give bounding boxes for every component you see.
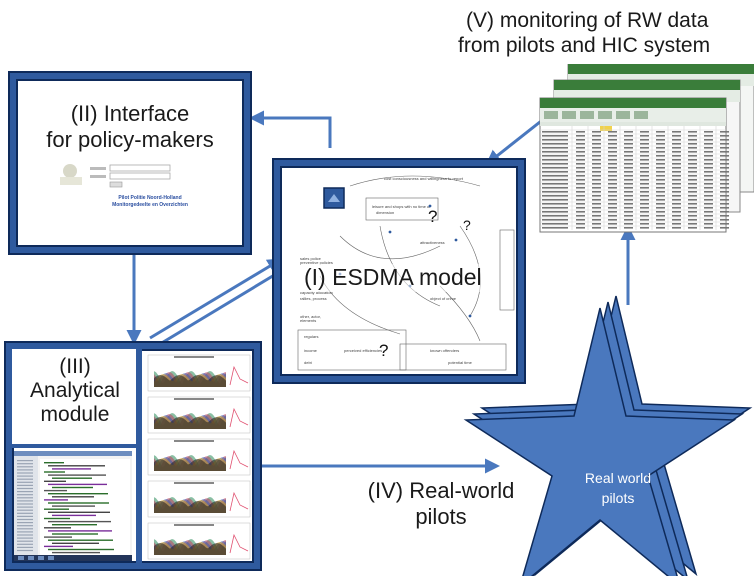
- interface-title: (II) Interface for policy-makers: [16, 101, 244, 154]
- svg-text:regulars: regulars: [304, 334, 318, 339]
- svg-text:preventive policies: preventive policies: [300, 260, 333, 265]
- login-form: [60, 164, 171, 188]
- spreadsheet-stack: [539, 64, 754, 233]
- svg-text:sales police: sales police: [300, 256, 322, 261]
- svg-text:rallies, process: rallies, process: [300, 296, 327, 301]
- pilots-label: (IV) Real-world pilots: [356, 478, 526, 530]
- arrow-esdma-to-interface: [249, 110, 332, 148]
- monitoring-label-line1: (V) monitoring of RW data: [466, 9, 709, 32]
- arrow-monitoring-to-esdma: [485, 116, 546, 165]
- password-field[interactable]: [109, 172, 171, 180]
- analytical-title: (III) Analytical module: [20, 355, 130, 427]
- interface-links: Pilot Politie Noord-Holland Monitorgedee…: [56, 195, 244, 209]
- svg-text:known offenders: known offenders: [430, 348, 459, 353]
- star-label-line1: Real world: [585, 470, 651, 486]
- pilots-star-stack: Real world pilots: [463, 295, 753, 576]
- simulation-plots: [147, 354, 251, 560]
- question-mark-1: ?: [428, 207, 437, 226]
- svg-text:elements: elements: [300, 318, 316, 323]
- interface-link-2[interactable]: Monitorgedeelte en Overzichten: [112, 202, 188, 208]
- svg-text:income: income: [304, 348, 318, 353]
- analytical-divider: [136, 349, 142, 563]
- question-mark-3: ?: [379, 341, 388, 360]
- esdma-panel: cost consciousness and willingness to re…: [274, 160, 524, 382]
- login-button[interactable]: [109, 181, 123, 188]
- interface-panel: (II) Interface for policy-makers Pilot P…: [10, 73, 250, 253]
- svg-text:potential time: potential time: [448, 360, 473, 365]
- interface-title-line1: (II) Interface: [70, 101, 190, 126]
- question-mark-2: ?: [463, 217, 471, 233]
- svg-text:capacity allocation: capacity allocation: [300, 290, 333, 295]
- esdma-title: (I) ESDMA model: [304, 264, 482, 292]
- star-front: [463, 307, 737, 576]
- pilots-label-line2: pilots: [415, 504, 467, 529]
- svg-text:cost consciousness and willing: cost consciousness and willingness to re…: [384, 176, 464, 181]
- star-label-line2: pilots: [602, 490, 635, 506]
- username-field[interactable]: [109, 164, 171, 172]
- svg-text:attractiveness: attractiveness: [420, 240, 445, 245]
- monitoring-label: (V) monitoring of RW data from pilots an…: [458, 8, 710, 58]
- svg-text:debt: debt: [304, 360, 313, 365]
- analytical-title-line2: Analytical: [30, 379, 120, 402]
- analytical-label-block: (III) Analytical module: [12, 349, 136, 444]
- logo-icon: [63, 164, 77, 178]
- svg-text:dimension: dimension: [376, 210, 394, 215]
- pilots-label-line1: (IV) Real-world: [367, 478, 515, 503]
- arrow-analytical-to-esdma-1: [159, 266, 289, 346]
- svg-text:leisure and shops with no time: leisure and shops with no time of: [372, 204, 431, 209]
- monitoring-label-line2: from pilots and HIC system: [458, 34, 711, 58]
- svg-text:perceived efficiencies: perceived efficiencies: [344, 348, 382, 353]
- analytical-title-line3: module: [40, 403, 110, 426]
- arrow-analytical-to-esdma-2: [149, 258, 283, 340]
- interface-link-1[interactable]: Pilot Politie Noord-Holland: [118, 195, 182, 201]
- analytical-title-line1: (III): [59, 355, 91, 378]
- analytical-panel: (III) Analytical module: [6, 343, 260, 569]
- svg-text:other, actor,: other, actor,: [300, 314, 321, 319]
- interface-title-line2: for policy-makers: [46, 127, 214, 153]
- spreadsheet-front: [539, 97, 729, 233]
- analytical-hdivider: [12, 444, 136, 448]
- svg-text:object of crime: object of crime: [430, 296, 457, 301]
- code-editor-screenshot: [14, 451, 132, 561]
